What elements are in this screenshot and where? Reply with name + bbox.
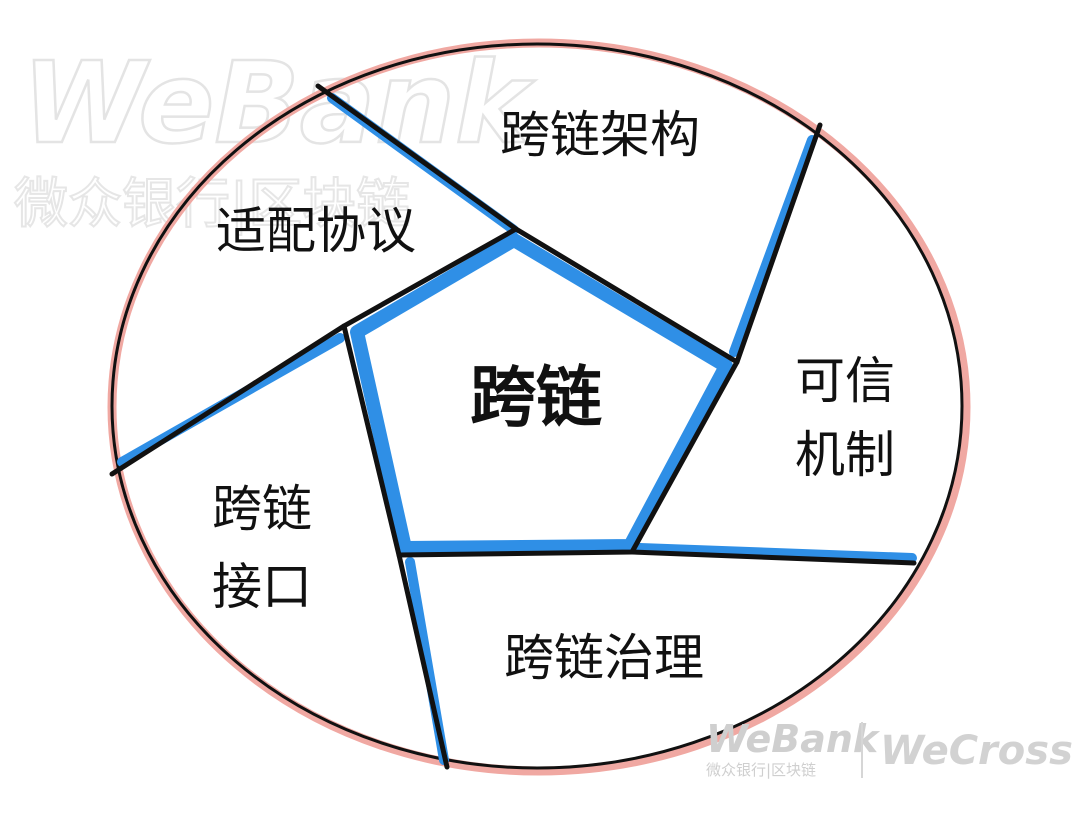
segment-architecture-label: 跨链架构 bbox=[500, 106, 700, 164]
footer-brand: WeBank bbox=[706, 717, 881, 761]
outer-ring bbox=[110, 42, 964, 770]
watermark-top: WeBank 微众银行|区块链 bbox=[13, 38, 537, 236]
footer-product: WeCross bbox=[880, 728, 1073, 774]
segment-trust-label-line2: 机制 bbox=[795, 426, 895, 484]
divider-architecture bbox=[315, 83, 519, 232]
center-pentagon-blue bbox=[350, 233, 733, 555]
divider-trust bbox=[734, 122, 823, 365]
segment-adapter-label: 适配协议 bbox=[216, 202, 416, 260]
divider-adapter bbox=[109, 323, 347, 477]
watermark-subtitle: 微众银行|区块链 bbox=[14, 172, 410, 235]
divider-interface bbox=[396, 552, 450, 770]
blue-accent-governance bbox=[635, 543, 917, 563]
black-outlines bbox=[109, 83, 917, 770]
segment-interface-label-line2: 接口 bbox=[212, 558, 312, 616]
center-pentagon bbox=[341, 226, 740, 558]
blue-accent-trust bbox=[729, 135, 817, 357]
divider-governance bbox=[629, 549, 917, 566]
segment-trust-label-line1: 可信 bbox=[795, 352, 895, 410]
segment-governance-label: 跨链治理 bbox=[504, 629, 704, 687]
footer-subtitle: 微众银行|区块链 bbox=[706, 761, 816, 779]
segment-interface-label-line1: 跨链 bbox=[212, 480, 312, 538]
center-label: 跨链 bbox=[470, 359, 602, 436]
watermark-brand: WeBank bbox=[22, 39, 536, 169]
footer-logos: WeBank 微众银行|区块链 WeCross bbox=[706, 717, 1073, 779]
